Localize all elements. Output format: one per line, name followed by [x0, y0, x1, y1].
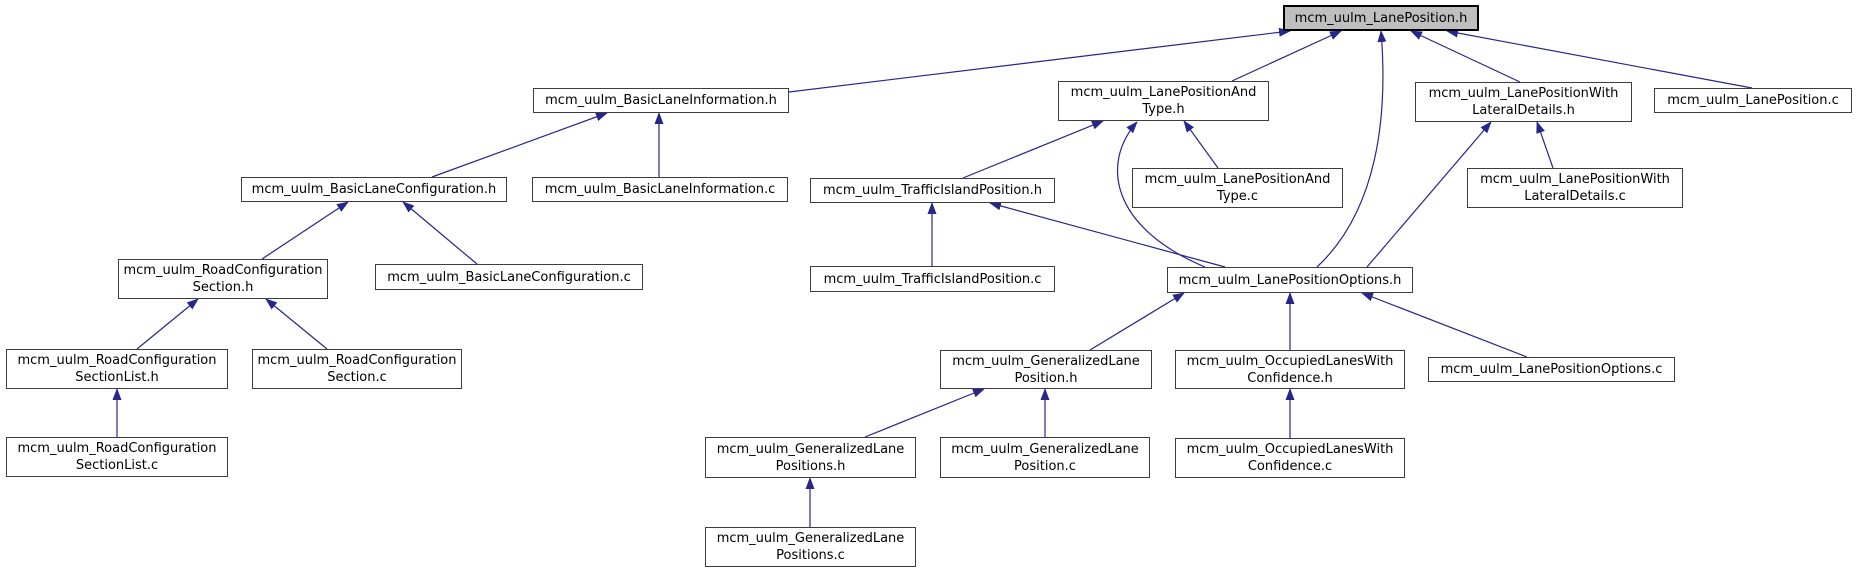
- node-lane-position-options-h[interactable]: mcm_uulm_LanePositionOptions.h: [1167, 267, 1413, 293]
- edge-basic-lane-configuration-c--basic-lane-configuration-h: [402, 201, 478, 265]
- node-lane-position-options-c[interactable]: mcm_uulm_LanePositionOptions.c: [1428, 357, 1675, 382]
- node-label: mcm_uulm_LanePosition.c: [1667, 93, 1839, 108]
- node-label: LateralDetails.c: [1524, 189, 1626, 204]
- edge-generalized-lane-positions-h--generalized-lane-position-h: [864, 388, 985, 438]
- node-label: mcm_uulm_LanePositionAnd: [1144, 172, 1331, 187]
- node-label: mcm_uulm_BasicLaneInformation.h: [545, 93, 777, 108]
- edge-generalized-lane-position-h--lane-position-options-h: [1089, 292, 1185, 351]
- edge-lane-position-c--lane-position-h: [1446, 28, 1753, 89]
- node-road-configuration-section-h[interactable]: mcm_uulm_RoadConfiguration Section.h: [118, 259, 328, 299]
- node-label: mcm_uulm_GeneralizedLane: [716, 441, 905, 457]
- edge-lane-position-and-type-c--lane-position-and-type-h: [1183, 120, 1219, 169]
- node-traffic-island-position-c[interactable]: mcm_uulm_TrafficIslandPosition.c: [810, 266, 1055, 292]
- edge-lane-position-and-type-h--lane-position-h: [1231, 30, 1342, 82]
- node-traffic-island-position-h[interactable]: mcm_uulm_TrafficIslandPosition.h: [810, 178, 1055, 203]
- node-label: LateralDetails.h: [1472, 103, 1575, 118]
- node-road-configuration-section-list-h[interactable]: mcm_uulm_RoadConfiguration SectionList.h: [6, 349, 228, 389]
- node-label: mcm_uulm_BasicLaneConfiguration.h: [251, 182, 497, 197]
- node-label: mcm_uulm_LanePositionOptions.h: [1178, 272, 1402, 288]
- node-label: SectionList.h: [75, 370, 159, 385]
- node-label: Type.h: [1142, 102, 1185, 117]
- edge-lane-position-options-h--lane-position-with-lateral-details-h: [1366, 121, 1492, 268]
- edge-basic-lane-configuration-h--basic-lane-information-h: [431, 112, 608, 178]
- node-label: Section.h: [192, 280, 254, 295]
- node-lane-position-with-lateral-details-c[interactable]: mcm_uulm_LanePositionWith LateralDetails…: [1467, 168, 1683, 208]
- edge-road-configuration-section-list-h--road-configuration-section-h: [136, 298, 199, 350]
- node-label: Position.c: [1014, 458, 1076, 474]
- node-label: mcm_uulm_GeneralizedLane: [716, 531, 905, 546]
- node-label: mcm_uulm_LanePosition.h: [1294, 10, 1468, 26]
- node-occupied-lanes-with-confidence-h[interactable]: mcm_uulm_OccupiedLanesWith Confidence.h: [1175, 350, 1405, 389]
- node-road-configuration-section-c[interactable]: mcm_uulm_RoadConfiguration Section.c: [252, 349, 462, 389]
- node-label: SectionList.c: [75, 458, 159, 473]
- node-generalized-lane-position-h[interactable]: mcm_uulm_GeneralizedLane Position.h: [940, 350, 1152, 389]
- edge-lane-position-options-h--traffic-island-position-h: [989, 201, 1226, 268]
- node-label: mcm_uulm_LanePositionAnd: [1070, 85, 1257, 100]
- edge-lane-position-options-h--lane-position-h: [1316, 30, 1387, 268]
- node-road-configuration-section-list-c[interactable]: mcm_uulm_RoadConfiguration SectionList.c: [6, 437, 228, 477]
- edge-traffic-island-position-h--lane-position-and-type-h: [962, 120, 1104, 179]
- node-lane-position-h: mcm_uulm_LanePosition.h: [1283, 5, 1479, 31]
- node-label: Positions.c: [776, 548, 845, 563]
- node-label: mcm_uulm_LanePositionOptions.c: [1440, 362, 1663, 377]
- node-label: mcm_uulm_GeneralizedLane: [952, 353, 1140, 369]
- edge-lane-position-options-c--lane-position-options-h: [1361, 292, 1528, 358]
- node-lane-position-and-type-c[interactable]: mcm_uulm_LanePositionAnd Type.c: [1132, 168, 1343, 208]
- node-label: Confidence.h: [1247, 370, 1333, 386]
- node-basic-lane-configuration-c[interactable]: mcm_uulm_BasicLaneConfiguration.c: [375, 264, 643, 290]
- node-label: Confidence.c: [1247, 459, 1333, 474]
- node-label: mcm_uulm_RoadConfiguration: [123, 263, 323, 278]
- node-basic-lane-information-c[interactable]: mcm_uulm_BasicLaneInformation.c: [532, 177, 788, 202]
- node-label: mcm_uulm_BasicLaneConfiguration.c: [387, 269, 631, 285]
- node-label: mcm_uulm_BasicLaneInformation.c: [544, 182, 776, 197]
- node-label: mcm_uulm_OccupiedLanesWith: [1186, 353, 1394, 369]
- node-basic-lane-information-h[interactable]: mcm_uulm_BasicLaneInformation.h: [533, 88, 789, 113]
- node-basic-lane-configuration-h[interactable]: mcm_uulm_BasicLaneConfiguration.h: [241, 177, 507, 202]
- node-label: Positions.h: [775, 458, 846, 474]
- edge-road-configuration-section-h--basic-lane-configuration-h: [261, 201, 349, 260]
- node-lane-position-and-type-h[interactable]: mcm_uulm_LanePositionAnd Type.h: [1058, 81, 1269, 121]
- node-label: Position.h: [1014, 370, 1078, 386]
- node-label: Type.c: [1216, 189, 1259, 204]
- node-generalized-lane-positions-c[interactable]: mcm_uulm_GeneralizedLane Positions.c: [705, 527, 916, 567]
- node-generalized-lane-position-c[interactable]: mcm_uulm_GeneralizedLane Position.c: [940, 437, 1150, 478]
- node-label: mcm_uulm_RoadConfiguration: [17, 353, 217, 368]
- node-label: mcm_uulm_OccupiedLanesWith: [1186, 442, 1394, 457]
- node-label: mcm_uulm_TrafficIslandPosition.c: [823, 271, 1042, 287]
- node-label: mcm_uulm_RoadConfiguration: [257, 353, 457, 368]
- node-label: Section.c: [327, 370, 387, 385]
- node-label: mcm_uulm_LanePositionWith: [1480, 172, 1670, 187]
- node-lane-position-with-lateral-details-h[interactable]: mcm_uulm_LanePositionWith LateralDetails…: [1415, 82, 1632, 122]
- node-label: mcm_uulm_TrafficIslandPosition.h: [823, 183, 1042, 198]
- node-lane-position-c[interactable]: mcm_uulm_LanePosition.c: [1654, 88, 1852, 113]
- edge-lane-position-with-lateral-details-c--lane-position-with-lateral-details-h: [1536, 121, 1554, 169]
- edge-lane-position-with-lateral-details-h--lane-position-h: [1410, 30, 1521, 83]
- edge-basic-lane-information-h--lane-position-h: [788, 27, 1291, 93]
- node-label: mcm_uulm_RoadConfiguration: [17, 441, 217, 456]
- node-label: mcm_uulm_GeneralizedLane: [951, 441, 1139, 457]
- node-occupied-lanes-with-confidence-c[interactable]: mcm_uulm_OccupiedLanesWith Confidence.c: [1175, 438, 1405, 478]
- node-label: mcm_uulm_LanePositionWith: [1428, 86, 1619, 101]
- node-generalized-lane-positions-h[interactable]: mcm_uulm_GeneralizedLane Positions.h: [705, 437, 916, 478]
- edge-road-configuration-section-c--road-configuration-section-h: [265, 298, 328, 350]
- edge-lane-position-options-h--lane-position-and-type-h: [1116, 121, 1206, 268]
